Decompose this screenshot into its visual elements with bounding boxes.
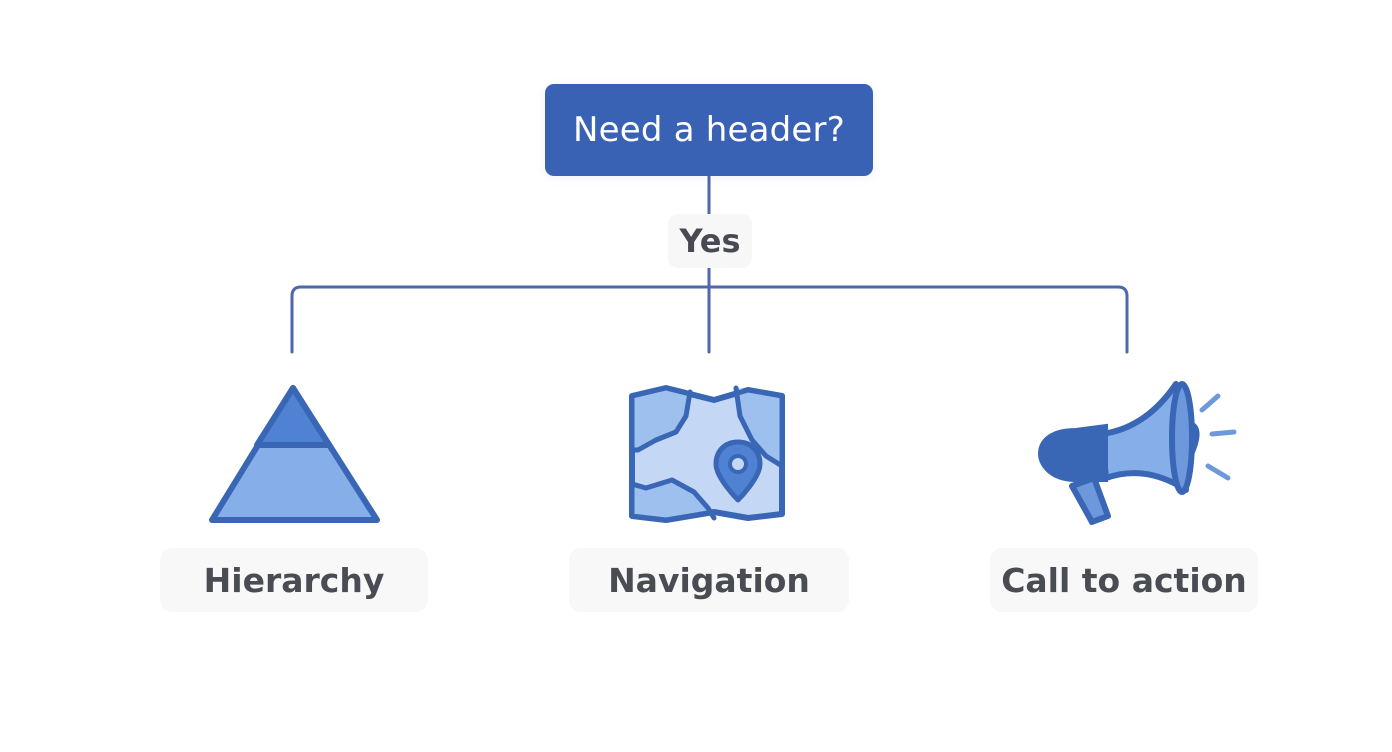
megaphone-icon [1037,381,1237,525]
child-label-hierarchy: Hierarchy [203,560,385,600]
branch-label-yes: Yes [668,214,752,268]
map-pin-icon [629,385,785,523]
child-label-call-to-action: Call to action [1001,560,1247,600]
pyramid-icon [209,385,380,523]
branch-label-text: Yes [679,222,741,260]
root-decision-node: Need a header? [545,84,873,176]
child-node-navigation: Navigation [569,548,849,612]
child-node-call-to-action: Call to action [990,548,1258,612]
child-label-navigation: Navigation [608,560,810,600]
child-node-hierarchy: Hierarchy [160,548,428,612]
root-node-label: Need a header? [573,110,845,150]
